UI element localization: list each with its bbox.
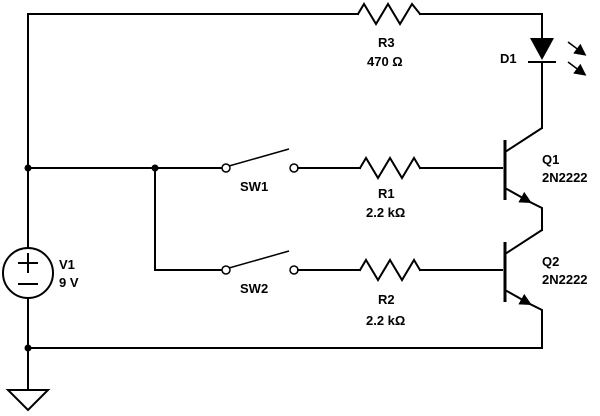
sw1-name-label: SW1 [240,179,268,194]
r1-value-label: 2.2 kΩ [366,205,405,220]
q2-part-label: 2N2222 [542,272,588,287]
r1-name-label: R1 [378,186,395,201]
v1-value-label: 9 V [59,275,79,290]
d1-name-label: D1 [500,51,517,66]
transistor-q2 [503,229,543,305]
wire-r3-to-d1 [419,13,543,39]
resistor-r1 [358,156,422,180]
wire-q2-emitter-to-ground [27,302,543,349]
v1-name-label: V1 [59,257,75,272]
transistor-q1 [503,127,543,203]
switch-sw2 [221,250,299,275]
q1-name-label: Q1 [542,152,559,167]
switch-sw1 [221,148,299,173]
led-d1 [528,38,587,76]
voltage-source-v1 [2,247,54,299]
r3-name-label: R3 [378,35,395,50]
q2-name-label: Q2 [542,254,559,269]
ground-icon [5,389,51,412]
resistor-r2 [358,258,422,282]
r2-value-label: 2.2 kΩ [366,313,405,328]
r3-value-label: 470 Ω [367,54,403,69]
wire-q1-emitter-to-q2 [528,200,543,231]
sw2-name-label: SW2 [240,281,268,296]
resistor-r3 [356,2,422,26]
r2-name-label: R2 [378,292,395,307]
wire-to-sw2 [154,167,223,271]
q1-part-label: 2N2222 [542,170,588,185]
